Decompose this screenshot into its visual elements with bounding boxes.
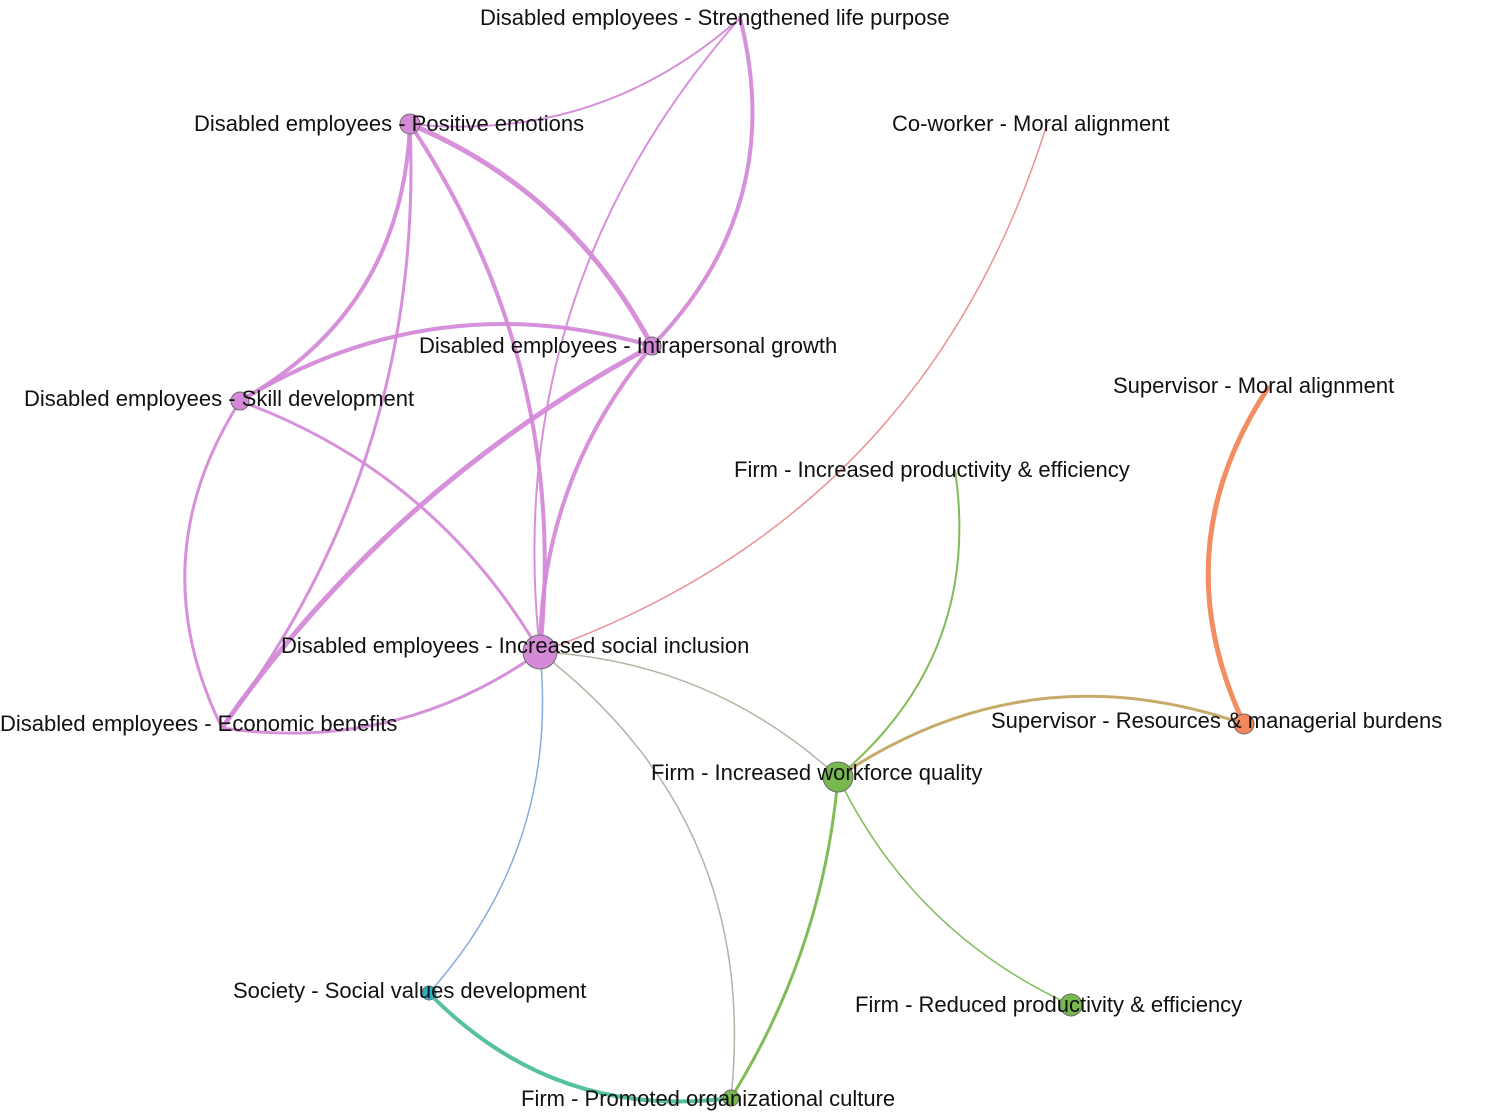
node-label-society-values: Society - Social values development [233,978,586,1003]
node-de-intrapersonal[interactable] [642,336,662,356]
edge-de-inclusion-to-cw-moral [539,123,1048,653]
node-label-sv-burdens: Supervisor - Resources & managerial burd… [991,708,1442,733]
node-label-de-positive: Disabled employees - Positive emotions [194,111,584,136]
node-de-inclusion[interactable] [522,634,558,670]
node-label-sv-moral: Supervisor - Moral alignment [1113,373,1394,398]
edge-de-intrapersonal-to-de-inclusion [538,344,654,654]
edge-de-skill-to-de-inclusion [238,399,542,654]
node-label-firm-prod-red: Firm - Reduced productivity & efficiency [855,992,1242,1017]
edge-layer [183,16,1271,1104]
edge-de-positive-to-de-life-purpose [409,17,741,128]
edge-de-positive-to-de-intrapersonal [407,121,655,349]
node-society-values[interactable] [421,985,437,1001]
node-label-firm-culture: Firm - Promoted organizational culture [521,1086,895,1111]
edge-sv-moral-to-sv-burdens [1205,385,1271,727]
node-label-de-inclusion: Disabled employees - Increased social in… [281,633,749,658]
node-label-de-life-purpose: Disabled employees - Strengthened life p… [480,5,950,30]
edge-de-intrapersonal-to-de-life-purpose [650,16,755,348]
node-label-de-skill: Disabled employees - Skill development [24,386,414,411]
node-label-firm-workforce: Firm - Increased workforce quality [651,760,982,785]
edge-de-positive-to-de-skill [238,122,412,403]
node-firm-prod-red[interactable] [1059,993,1083,1017]
node-de-positive[interactable] [399,113,421,135]
edge-de-positive-to-de-economic [220,122,413,730]
node-label-cw-moral: Co-worker - Moral alignment [892,111,1170,136]
node-label-firm-prod-inc: Firm - Increased productivity & efficien… [734,457,1130,482]
node-firm-workforce[interactable] [822,761,854,793]
label-layer: Disabled employees - Strengthened life p… [0,5,1442,1111]
edge-firm-workforce-to-sv-burdens [836,694,1246,779]
edge-de-skill-to-de-intrapersonal [238,322,654,403]
node-de-skill[interactable] [230,391,250,411]
edge-de-intrapersonal-to-de-economic [219,343,655,731]
edge-de-skill-to-de-economic [183,399,242,730]
node-label-de-intrapersonal: Disabled employees - Intrapersonal growt… [419,333,837,358]
edge-de-positive-to-de-inclusion [408,122,547,654]
edge-de-inclusion-to-de-life-purpose [533,17,741,653]
node-sv-burdens[interactable] [1233,713,1255,735]
edge-de-inclusion-to-society-values [428,651,544,994]
edge-de-inclusion-to-de-economic [220,650,542,735]
edge-firm-workforce-to-firm-culture [729,775,840,1100]
edge-de-inclusion-to-firm-culture [539,651,736,1099]
edge-society-values-to-firm-culture [427,991,733,1104]
node-label-de-economic: Disabled employees - Economic benefits [0,711,397,736]
edge-firm-workforce-to-firm-prod-inc [837,469,961,778]
node-firm-culture[interactable] [722,1089,740,1107]
edge-de-inclusion-to-firm-workforce [539,651,839,778]
node-layer [230,113,1255,1107]
edge-firm-workforce-to-firm-prod-red [837,776,1072,1006]
